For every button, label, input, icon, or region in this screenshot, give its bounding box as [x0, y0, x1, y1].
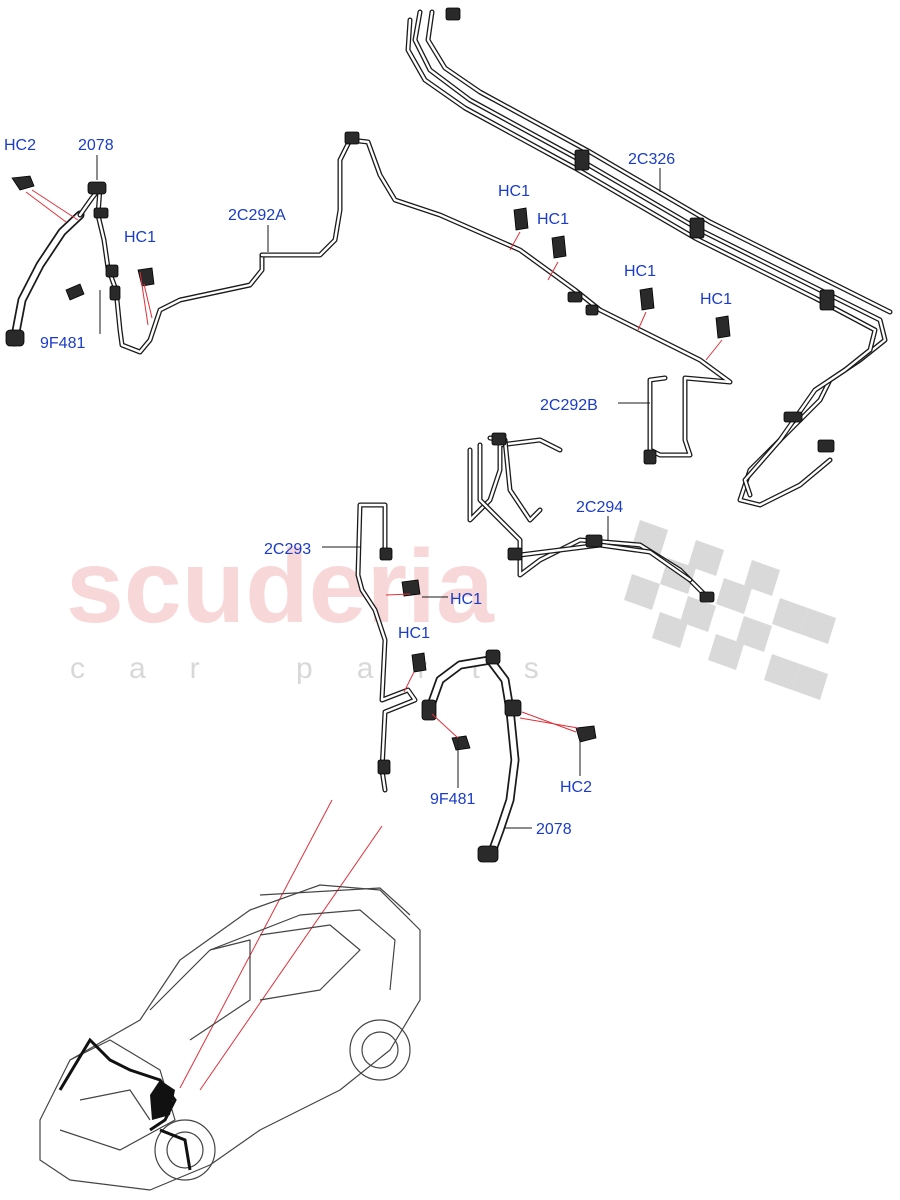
- bracket-9f481: [65, 283, 85, 301]
- brake-pipe-2c293: [355, 502, 418, 793]
- hose-end-fitting: [5, 329, 25, 347]
- callout-labels: HC2 2078 HC1 9F481 2C292A HC1 HC1 HC1 HC…: [4, 137, 732, 838]
- pipe-union: [109, 285, 121, 301]
- pipe-union: [567, 291, 583, 303]
- pipe-end-fitting: [377, 759, 391, 775]
- hose-end-fitting: [477, 845, 499, 863]
- callout-hc1-lower-b: HC1: [398, 625, 430, 642]
- pipe-clip: [689, 217, 705, 239]
- callout-2c292b: 2C292B: [540, 397, 598, 414]
- callout-hc1-left: HC1: [124, 229, 156, 246]
- red-pointer-lines: [25, 189, 723, 1091]
- hose-clip-hc1: [137, 267, 155, 287]
- hose-clip-hc2: [11, 175, 35, 191]
- pipe-union: [585, 304, 599, 316]
- callout-2c292a: 2C292A: [228, 207, 286, 224]
- pipe-union: [507, 547, 523, 561]
- front-right-brake-hose: [421, 649, 522, 863]
- bracket-9f481-lower: [451, 735, 471, 751]
- pipe-union: [491, 432, 507, 446]
- pipe-end-fitting: [643, 449, 657, 465]
- hose-fitting: [93, 207, 109, 219]
- pipe-union: [379, 547, 393, 561]
- pipe-clip: [574, 149, 590, 171]
- callout-2c293: 2C293: [264, 541, 311, 558]
- hose-fitting: [485, 649, 501, 665]
- pipe-union: [699, 591, 715, 603]
- callout-hc1-mid-c: HC1: [624, 263, 656, 280]
- hose-fitting: [87, 181, 107, 195]
- callout-2078-top: 2078: [78, 137, 114, 154]
- callout-hc1-mid-a: HC1: [498, 183, 530, 200]
- pipe-union: [445, 7, 461, 21]
- vehicle-overview: [39, 884, 421, 1191]
- pipe-union: [344, 131, 360, 145]
- leader-lines: [96, 155, 661, 829]
- callout-2078-lower: 2078: [536, 821, 572, 838]
- callout-2c294: 2C294: [576, 499, 623, 516]
- callout-hc2-left: HC2: [4, 137, 36, 154]
- pipe-clip-hc1-lower-a: [401, 579, 421, 597]
- callout-hc2-lower: HC2: [560, 779, 592, 796]
- pipe-union: [783, 411, 803, 423]
- pipe-union: [105, 264, 119, 278]
- pipe-union: [817, 439, 835, 453]
- hose-fitting: [504, 699, 522, 717]
- pipe-clips-hc1-row: [513, 207, 731, 339]
- watermark-brand: scuderia: [66, 529, 495, 645]
- callout-hc1-mid-d: HC1: [700, 291, 732, 308]
- brake-pipe-2c294: [467, 432, 715, 603]
- brake-pipe-bundle-2c326: [405, 7, 893, 508]
- callout-hc1-mid-b: HC1: [537, 211, 569, 228]
- callout-9f481-left: 9F481: [40, 335, 85, 352]
- callout-9f481-lower: 9F481: [430, 791, 475, 808]
- callout-2c326: 2C326: [628, 151, 675, 168]
- pipe-clip-hc1-lower-b: [411, 652, 427, 673]
- hose-clip-hc2-lower: [575, 725, 597, 743]
- checkered-flag-graphic: [624, 520, 836, 700]
- brake-pipe-2c292: [259, 131, 733, 465]
- front-left-brake-hose: [5, 181, 265, 355]
- pipe-union: [585, 534, 603, 548]
- hose-end-fitting: [421, 699, 437, 721]
- callout-hc1-lower-a: HC1: [450, 591, 482, 608]
- pipe-clip: [819, 289, 835, 311]
